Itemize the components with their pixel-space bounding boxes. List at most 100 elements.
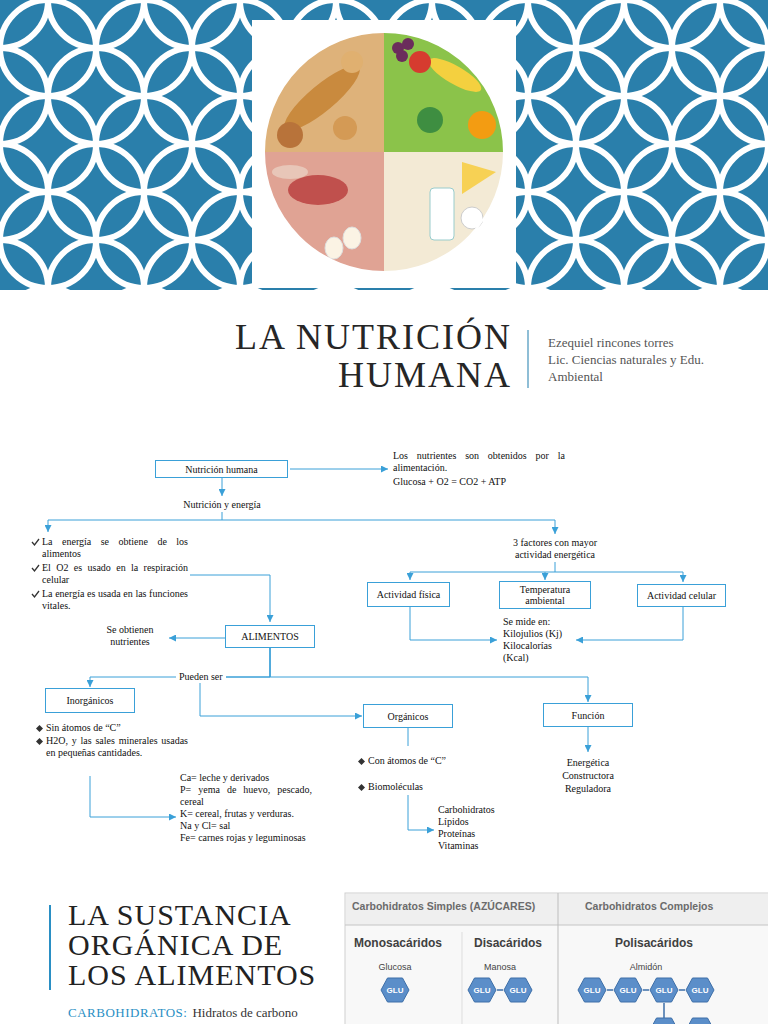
leader-arrow (190, 575, 270, 622)
formula-text: Glucosa + O2 = CO2 + ATP (393, 476, 565, 488)
grain-sector (264, 32, 384, 152)
leader-arrow (555, 520, 556, 534)
leader-arrow (48, 520, 49, 532)
node-text: GLU (656, 986, 673, 995)
list-item: Vitaminas (438, 840, 518, 852)
glucose-hexagon: GLU (577, 977, 607, 1003)
flow-connector (270, 648, 588, 702)
hexagon-shape (468, 978, 496, 1002)
table-subheader: Polisacáridos (615, 936, 693, 950)
process-box: Orgánicos (363, 704, 453, 728)
list-item: Constructora (548, 770, 628, 782)
plate-rim (264, 32, 504, 272)
leader-line (555, 562, 556, 572)
node-text: Actividad física (377, 589, 441, 600)
bread-roll (341, 51, 363, 73)
carbohydrate-table (345, 893, 768, 1024)
branch-text: Se obtienen nutrientes (95, 624, 165, 648)
leader-arrow (408, 795, 434, 830)
dairy-sector (384, 152, 504, 272)
bullet-text: Biomoléculas (368, 781, 464, 793)
leader-arrow (90, 776, 176, 817)
photo-frame (252, 20, 516, 288)
author-degree: Lic. Ciencias naturales y Edu. Ambiental (548, 351, 738, 385)
glucose-hexagon: GLU (685, 977, 715, 1003)
glucose-hexagon: GLU (467, 977, 497, 1003)
diamond-bullet (36, 725, 43, 732)
process-box: Temperatura ambiental (499, 581, 591, 609)
leader-arrow (683, 572, 684, 582)
leader-line (48, 520, 555, 521)
leader-line (408, 728, 409, 746)
protein-sector (264, 152, 384, 272)
bullet-text: Sin átomos de “C” (46, 722, 186, 734)
table-subheader: Disacáridos (474, 936, 542, 950)
list-item: Carbohidratos (438, 804, 518, 816)
egg (325, 237, 343, 259)
leader-arrow (588, 727, 589, 752)
fruit-sector (384, 32, 504, 152)
leader-arrow (290, 469, 388, 470)
broccoli (417, 107, 443, 133)
diamond-bullet (358, 758, 365, 765)
mineral-text: Fe= carnes rojas y leguminosas (180, 832, 312, 844)
table-header: Carbohidratos Simples (AZÚCARES) (352, 900, 535, 913)
fish (272, 165, 308, 179)
leader-arrow (576, 607, 683, 640)
hexagon-shape (381, 978, 409, 1002)
mineral-text: P= yema de huevo, pescado, cereal (180, 784, 312, 808)
leader-line (410, 572, 683, 573)
process-box: Actividad celular (637, 584, 726, 607)
branch-text: 3 factores con mayor actividad energétic… (500, 537, 610, 561)
milk-bottle (430, 188, 454, 240)
cheese (462, 162, 496, 194)
diamond-bullets (36, 725, 365, 791)
node-text: GLU (387, 986, 404, 995)
definition-text: Hidratos de carbono (192, 1005, 297, 1021)
list-item: Lípidos (438, 816, 518, 828)
glucose-hexagon: GLU (613, 977, 643, 1003)
steak (288, 175, 348, 205)
term-text: CARBOHIDRATOS: (68, 1005, 187, 1021)
mineral-text: K= cereal, frutas y verduras. (180, 808, 312, 820)
hexagon-shape (504, 978, 532, 1002)
bullet-text: La energía es usada en las funciones vit… (42, 588, 188, 612)
node-text: ALIMENTOS (241, 631, 299, 642)
node-text: GLU (584, 986, 601, 995)
list-item: Proteínas (438, 828, 518, 840)
process-box: Nutrición humana (155, 460, 288, 478)
check-bullets (32, 539, 39, 597)
bullet-text: El O2 es usado en la respiración celular (42, 562, 188, 586)
node-text: GLU (510, 986, 527, 995)
node-text: GLU (620, 986, 637, 995)
bullet-text: H2O, y las sales minerales usadas en peq… (46, 735, 188, 759)
section-heading: LA SUSTANCIA ORGÁNICA DE LOS ALIMENTOS (68, 900, 343, 990)
table-rule (558, 893, 559, 1024)
node-text: GLU (474, 986, 491, 995)
bread-roll (277, 122, 303, 148)
flow-connector (90, 648, 270, 687)
unit-text: Kilojulios (Kj) (503, 628, 573, 640)
check-bullet (32, 591, 39, 597)
glucose-hexagon: GLU (380, 977, 410, 1003)
glucose-hexagon: GLU (503, 977, 533, 1003)
node-text: Función (572, 710, 605, 721)
hexagon-shape (686, 978, 714, 1002)
process-box: Función (543, 703, 633, 727)
heading-divider (49, 905, 51, 990)
list-item: Energética (548, 757, 628, 769)
bread-roll (333, 116, 357, 140)
leader-arrow (410, 607, 497, 640)
leader-arrow (222, 478, 223, 496)
mineral-text: Na y Cl= sal (180, 820, 312, 832)
bullet-text: Con átomos de “C” (368, 755, 464, 767)
node-text: Orgánicos (388, 711, 429, 722)
unit-text: Kilocalorías (Kcal) (503, 640, 563, 664)
sugar-name: Manosa (460, 962, 540, 973)
grape (402, 38, 414, 50)
node-text: Actividad celular (647, 590, 716, 601)
diamond-bullet (36, 738, 43, 745)
